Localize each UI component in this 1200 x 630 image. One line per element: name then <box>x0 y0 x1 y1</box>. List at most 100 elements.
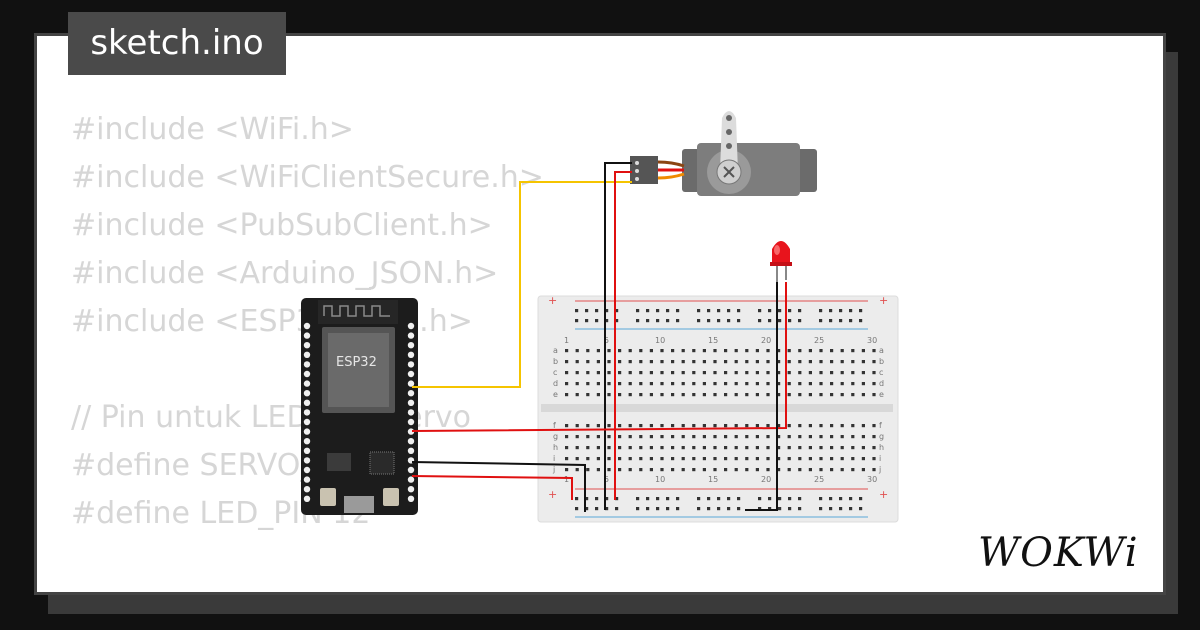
bb-hole[interactable] <box>830 468 834 472</box>
bb-hole[interactable] <box>777 360 781 364</box>
bb-hole[interactable] <box>639 424 643 428</box>
bb-hole[interactable] <box>596 457 600 461</box>
bb-hole[interactable] <box>745 424 749 428</box>
bb-hole[interactable] <box>596 371 600 375</box>
bb-hole[interactable] <box>671 349 675 353</box>
bb-hole[interactable] <box>707 309 711 313</box>
bb-hole[interactable] <box>861 424 865 428</box>
bb-hole[interactable] <box>768 319 772 323</box>
bb-hole[interactable] <box>713 349 717 353</box>
bb-hole[interactable] <box>808 371 812 375</box>
bb-hole[interactable] <box>660 424 664 428</box>
bb-hole[interactable] <box>586 424 590 428</box>
bb-hole[interactable] <box>745 382 749 386</box>
bb-hole[interactable] <box>646 309 650 313</box>
bb-hole[interactable] <box>830 393 834 397</box>
bb-hole[interactable] <box>575 360 579 364</box>
bb-hole[interactable] <box>660 435 664 439</box>
bb-hole[interactable] <box>851 393 855 397</box>
bb-hole[interactable] <box>707 319 711 323</box>
bb-hole[interactable] <box>766 360 770 364</box>
bb-hole[interactable] <box>660 382 664 386</box>
bb-hole[interactable] <box>777 435 781 439</box>
bb-hole[interactable] <box>859 507 863 511</box>
bb-hole[interactable] <box>607 457 611 461</box>
bb-hole[interactable] <box>697 319 701 323</box>
esp32-pin[interactable] <box>303 476 311 483</box>
esp32-pin[interactable] <box>303 361 311 368</box>
bb-hole[interactable] <box>798 319 802 323</box>
bb-hole[interactable] <box>766 446 770 450</box>
esp32-pin[interactable] <box>303 428 311 435</box>
bb-hole[interactable] <box>755 360 759 364</box>
bb-hole[interactable] <box>798 457 802 461</box>
bb-hole[interactable] <box>681 360 685 364</box>
esp32-pin[interactable] <box>407 390 415 397</box>
esp32-pin[interactable] <box>303 438 311 445</box>
bb-hole[interactable] <box>768 497 772 501</box>
bb-hole[interactable] <box>829 309 833 313</box>
bb-hole[interactable] <box>851 446 855 450</box>
bb-hole[interactable] <box>745 371 749 375</box>
esp32-pin[interactable] <box>303 342 311 349</box>
bb-hole[interactable] <box>717 497 721 501</box>
bb-hole[interactable] <box>575 507 579 511</box>
bb-hole[interactable] <box>615 309 619 313</box>
bb-hole[interactable] <box>778 309 782 313</box>
bb-hole[interactable] <box>778 507 782 511</box>
bb-hole[interactable] <box>727 507 731 511</box>
bb-hole[interactable] <box>702 393 706 397</box>
bb-hole[interactable] <box>872 435 876 439</box>
bb-hole[interactable] <box>595 497 599 501</box>
bb-hole[interactable] <box>872 393 876 397</box>
bb-hole[interactable] <box>766 393 770 397</box>
bb-hole[interactable] <box>734 393 738 397</box>
bb-hole[interactable] <box>666 309 670 313</box>
bb-hole[interactable] <box>666 497 670 501</box>
bb-hole[interactable] <box>628 371 632 375</box>
bb-hole[interactable] <box>819 309 823 313</box>
bb-hole[interactable] <box>808 360 812 364</box>
bb-hole[interactable] <box>671 371 675 375</box>
bb-hole[interactable] <box>777 393 781 397</box>
bb-hole[interactable] <box>618 360 622 364</box>
bb-hole[interactable] <box>639 393 643 397</box>
bb-hole[interactable] <box>851 371 855 375</box>
bb-hole[interactable] <box>639 468 643 472</box>
bb-hole[interactable] <box>861 468 865 472</box>
bb-hole[interactable] <box>717 319 721 323</box>
bb-hole[interactable] <box>636 309 640 313</box>
bb-hole[interactable] <box>636 497 640 501</box>
bb-hole[interactable] <box>851 424 855 428</box>
bb-hole[interactable] <box>676 309 680 313</box>
bb-hole[interactable] <box>586 360 590 364</box>
bb-hole[interactable] <box>713 393 717 397</box>
bb-hole[interactable] <box>766 424 770 428</box>
bb-hole[interactable] <box>660 457 664 461</box>
bb-hole[interactable] <box>766 382 770 386</box>
bb-hole[interactable] <box>607 371 611 375</box>
bb-hole[interactable] <box>849 319 853 323</box>
bb-hole[interactable] <box>660 468 664 472</box>
bb-hole[interactable] <box>575 457 579 461</box>
bb-hole[interactable] <box>737 507 741 511</box>
bb-hole[interactable] <box>872 371 876 375</box>
bb-hole[interactable] <box>639 446 643 450</box>
bb-hole[interactable] <box>575 382 579 386</box>
bb-hole[interactable] <box>755 382 759 386</box>
bb-hole[interactable] <box>639 435 643 439</box>
bb-hole[interactable] <box>565 424 569 428</box>
bb-hole[interactable] <box>777 371 781 375</box>
bb-hole[interactable] <box>649 424 653 428</box>
bb-hole[interactable] <box>595 507 599 511</box>
bb-hole[interactable] <box>724 371 728 375</box>
bb-hole[interactable] <box>565 446 569 450</box>
bb-hole[interactable] <box>724 382 728 386</box>
bb-hole[interactable] <box>840 435 844 439</box>
bb-hole[interactable] <box>575 497 579 501</box>
bb-hole[interactable] <box>840 457 844 461</box>
bb-hole[interactable] <box>724 424 728 428</box>
bb-hole[interactable] <box>840 446 844 450</box>
bb-hole[interactable] <box>660 446 664 450</box>
bb-hole[interactable] <box>639 382 643 386</box>
